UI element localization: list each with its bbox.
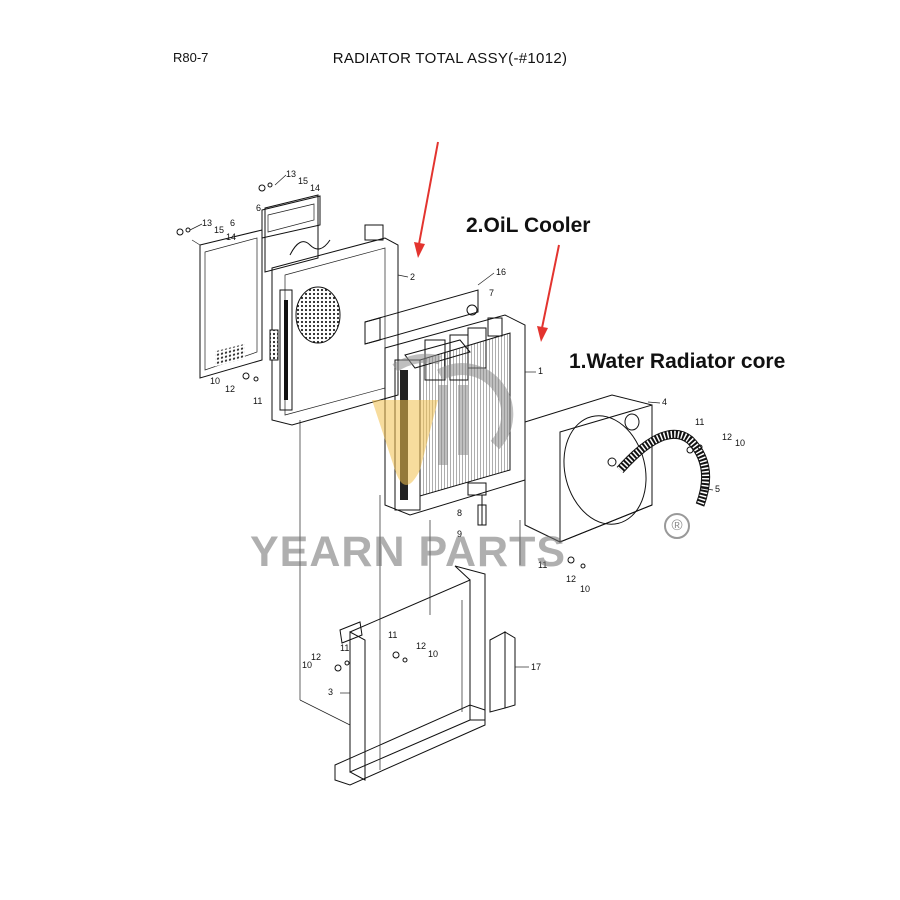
- side-screen-top: [264, 194, 319, 273]
- part-number-2: 2: [410, 272, 415, 282]
- callout-arrows: [414, 141, 560, 342]
- model-code: R80-7: [173, 50, 209, 65]
- water-radiator-annotation: 1.Water Radiator core: [569, 350, 786, 373]
- part-number-12: 12: [311, 652, 321, 662]
- top-seal-bar: [364, 289, 479, 345]
- part-number-11: 11: [538, 560, 547, 570]
- part-number-15: 15: [214, 225, 224, 235]
- part-number-16: 16: [496, 267, 506, 277]
- diagram-title: RADIATOR TOTAL ASSY(-#1012): [332, 50, 568, 67]
- guide-lines: [299, 420, 521, 726]
- registered-mark-icon: ®: [664, 513, 690, 539]
- support-frame: [334, 565, 486, 786]
- part-number-13: 13: [286, 169, 296, 179]
- part-number-17: 17: [531, 662, 541, 672]
- part-number-7: 7: [489, 288, 494, 298]
- part-number-10: 10: [735, 438, 745, 448]
- leader-lines: [189, 174, 714, 694]
- part-number-10: 10: [302, 660, 312, 670]
- part-number-12: 12: [225, 384, 235, 394]
- part-number-6: 6: [230, 218, 235, 228]
- part-number-5: 5: [715, 484, 720, 494]
- part-number-12: 12: [566, 574, 576, 584]
- part-number-3: 3: [328, 687, 333, 697]
- part-number-14: 14: [310, 183, 320, 193]
- part-number-15: 15: [298, 176, 308, 186]
- part-number-10: 10: [428, 649, 438, 659]
- part-number-6: 6: [256, 203, 261, 213]
- part-number-11: 11: [388, 630, 397, 640]
- part-number-1: 1: [538, 366, 543, 376]
- fan-guard: [616, 429, 711, 507]
- part-number-11: 11: [695, 417, 704, 427]
- part-number-8: 8: [457, 508, 462, 518]
- fan-shroud: [524, 394, 653, 543]
- part-number-10: 10: [580, 584, 590, 594]
- watermark-text: YEARN PARTS: [250, 528, 567, 576]
- part-number-12: 12: [416, 641, 426, 651]
- watermark-logo: [372, 353, 514, 485]
- part-number-10: 10: [210, 376, 220, 386]
- radiator-frame: [261, 195, 399, 426]
- packing-block: [489, 631, 516, 713]
- side-screen-left: [191, 229, 263, 379]
- fasteners: [176, 182, 703, 672]
- part-number-4: 4: [662, 397, 667, 407]
- part-number-14: 14: [226, 232, 236, 242]
- part-number-11: 11: [253, 396, 262, 406]
- part-number-12: 12: [722, 432, 732, 442]
- part-number-13: 13: [202, 218, 212, 228]
- part-number-labels: 13 15 14 6 13 15 14 6 2 16 7 1 10 12 11 …: [202, 169, 745, 697]
- part-number-9: 9: [457, 529, 462, 539]
- oil-cooler-annotation: 2.OiL Cooler: [466, 214, 591, 237]
- part-number-11: 11: [340, 643, 349, 653]
